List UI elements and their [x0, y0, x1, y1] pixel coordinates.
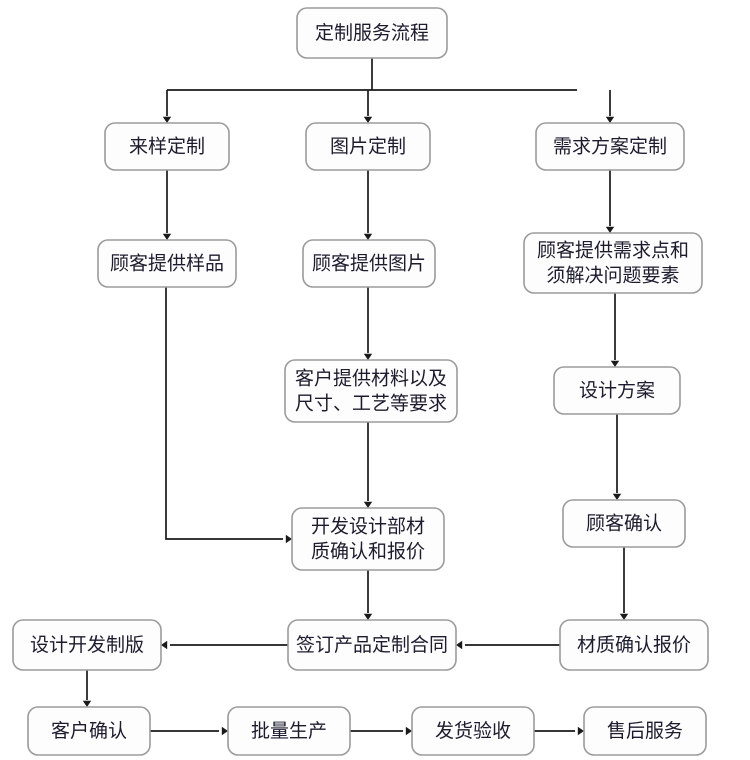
node-label: 批量生产: [251, 720, 327, 742]
node-label: 客户确认: [51, 720, 127, 742]
edge-arrowhead: [363, 116, 373, 123]
node-label: 签订产品定制合同: [296, 634, 448, 656]
node-label: 顾客确认: [586, 512, 662, 534]
node-label: 设计开发制版: [30, 634, 144, 656]
edge-arrowhead: [82, 700, 92, 707]
flow-node-n3[interactable]: 需求方案定制: [535, 122, 685, 171]
flow-node-n8[interactable]: 设计方案: [553, 366, 681, 415]
flow-edge: [82, 670, 92, 707]
node-box[interactable]: [583, 706, 707, 756]
flow-edge: [363, 287, 373, 360]
node-label: 材质确认报价: [577, 634, 691, 656]
flow-edge: [350, 726, 412, 736]
node-box[interactable]: [104, 122, 230, 171]
flow-edge: [363, 170, 373, 240]
node-box[interactable]: [296, 7, 448, 59]
flow-node-n7[interactable]: 客户提供材料以及尺寸、工艺等要求: [284, 359, 458, 423]
flow-edge: [610, 293, 620, 367]
edge-line: [166, 58, 577, 116]
flow-edge: [619, 547, 629, 620]
node-label: 设计方案: [579, 379, 655, 401]
node-label: 顾客提供样品: [110, 252, 224, 274]
flow-edge: [162, 170, 172, 240]
flow-edge: [165, 287, 292, 544]
node-label: 需求方案定制: [553, 135, 667, 157]
node-box[interactable]: [411, 706, 535, 756]
flow-edge: [534, 726, 584, 736]
node-label: 售后服务: [607, 720, 683, 742]
node-label: 发货验收: [435, 720, 511, 742]
edge-arrowhead: [605, 226, 615, 233]
node-label: 图片定制: [330, 135, 406, 157]
node-box[interactable]: [302, 239, 436, 288]
flow-node-n12[interactable]: 签订产品定制合同: [287, 619, 457, 671]
flow-node-n5[interactable]: 顾客提供图片: [302, 239, 436, 288]
flow-node-n4[interactable]: 顾客提供样品: [97, 239, 237, 288]
edge-arrowhead: [619, 613, 629, 620]
flow-node-n15[interactable]: 批量生产: [227, 706, 351, 756]
flow-edge: [363, 90, 373, 123]
node-box[interactable]: [535, 122, 685, 171]
node-box[interactable]: [559, 619, 709, 671]
edges-layer: [82, 58, 629, 736]
flow-edge: [363, 570, 373, 620]
node-label: 客户提供材料以及尺寸、工艺等要求: [295, 367, 447, 414]
flow-node-n11[interactable]: 设计开发制版: [12, 619, 162, 671]
node-box[interactable]: [291, 507, 445, 571]
edge-arrowhead: [285, 534, 292, 544]
flow-node-n6[interactable]: 顾客提供需求点和须解决问题要素: [523, 232, 703, 294]
flow-node-n14[interactable]: 客户确认: [27, 706, 151, 756]
flow-edge: [605, 90, 615, 123]
flow-edge: [456, 640, 560, 650]
flow-edge: [612, 414, 622, 500]
flow-edge: [161, 640, 288, 650]
flow-node-n1[interactable]: 来样定制: [104, 122, 230, 171]
edge-arrowhead: [405, 726, 412, 736]
flow-node-n2[interactable]: 图片定制: [305, 122, 431, 171]
node-label: 顾客提供图片: [312, 252, 426, 274]
flow-node-n10[interactable]: 顾客确认: [562, 499, 686, 548]
flow-edge: [605, 170, 615, 233]
node-box[interactable]: [97, 239, 237, 288]
edge-arrowhead: [363, 233, 373, 240]
node-box[interactable]: [27, 706, 151, 756]
edge-arrowhead: [363, 501, 373, 508]
node-box[interactable]: [227, 706, 351, 756]
flow-edge: [363, 422, 373, 508]
flow-node-n9[interactable]: 开发设计部材质确认和报价: [291, 507, 445, 571]
flow-node-n17[interactable]: 售后服务: [583, 706, 707, 756]
node-box[interactable]: [287, 619, 457, 671]
edge-arrowhead: [363, 353, 373, 360]
edge-arrowhead: [162, 116, 172, 123]
node-box[interactable]: [305, 122, 431, 171]
flow-node-n16[interactable]: 发货验收: [411, 706, 535, 756]
node-label: 定制服务流程: [315, 22, 429, 44]
edge-arrowhead: [612, 493, 622, 500]
edge-arrowhead: [456, 640, 463, 650]
edge-arrowhead: [605, 116, 615, 123]
node-box[interactable]: [562, 499, 686, 548]
flow-node-n13[interactable]: 材质确认报价: [559, 619, 709, 671]
edge-arrowhead: [363, 613, 373, 620]
node-box[interactable]: [12, 619, 162, 671]
node-label: 顾客提供需求点和须解决问题要素: [537, 239, 689, 286]
edge-line: [165, 287, 283, 540]
flow-node-n0[interactable]: 定制服务流程: [296, 7, 448, 59]
edge-arrowhead: [162, 233, 172, 240]
flow-edge: [150, 726, 228, 736]
flow-edge: [162, 58, 577, 123]
edge-arrowhead: [610, 360, 620, 367]
node-box[interactable]: [523, 232, 703, 294]
edge-arrowhead: [577, 726, 584, 736]
edge-arrowhead: [221, 726, 228, 736]
node-label: 来样定制: [129, 135, 205, 157]
node-label: 开发设计部材质确认和报价: [311, 515, 425, 562]
node-box[interactable]: [553, 366, 681, 415]
node-box[interactable]: [284, 359, 458, 423]
edge-arrowhead: [161, 640, 168, 650]
